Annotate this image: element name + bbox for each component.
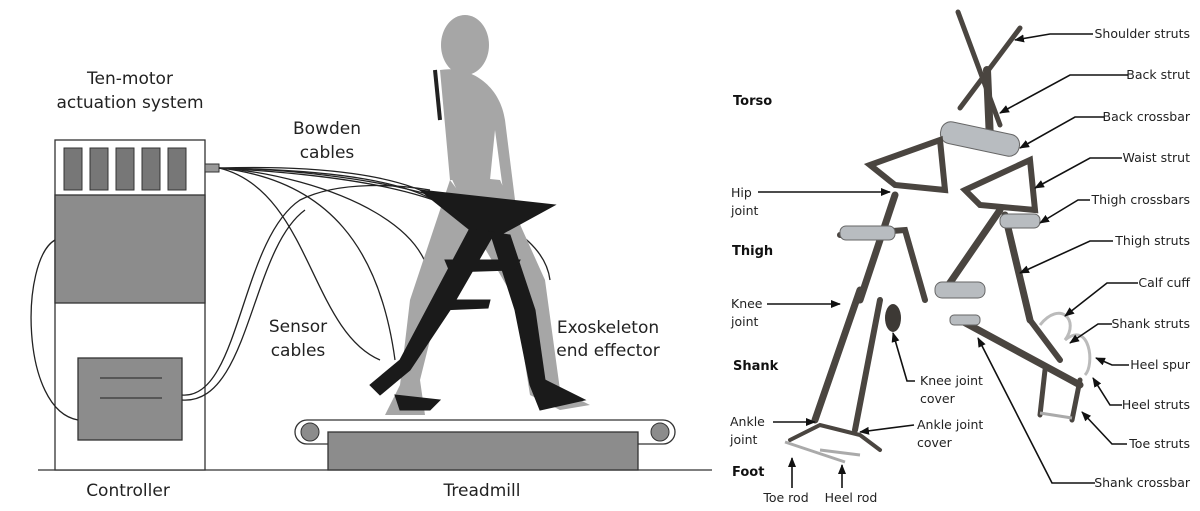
toe-strut — [1037, 367, 1048, 418]
calf-cuff-label: Calf cuff — [1138, 275, 1190, 290]
left-shank-strut — [811, 286, 864, 424]
motor-array — [63, 147, 187, 191]
toe-rod-label: Toe rod — [762, 490, 808, 505]
ankle-cover-label-line2: cover — [917, 435, 953, 450]
treadmill — [294, 419, 676, 471]
heel-spur — [1064, 333, 1092, 377]
thigh-crossbars-label: Thigh crossbars — [1090, 192, 1190, 207]
right-waist-strut — [959, 155, 1039, 214]
toe-struts-arrow — [1081, 411, 1127, 445]
left-waist-strut — [863, 135, 949, 194]
back-crossbar — [939, 121, 1021, 157]
calf-cuff-arrow — [1064, 282, 1138, 317]
exoskeleton-frame — [784, 9, 1092, 464]
shoulder-strut — [955, 9, 1003, 128]
knee-cover-label-line2: cover — [920, 391, 956, 406]
thigh-struts-arrow — [1019, 240, 1113, 274]
waist-strut-arrow — [1034, 157, 1122, 189]
knee-joint-label: Knee — [731, 296, 763, 311]
hip-joint-label-line2: joint — [730, 203, 759, 218]
heel-struts-arrow — [1092, 377, 1122, 406]
right-panel: Torso Thigh Shank Foot Hip joint Knee jo… — [729, 9, 1191, 505]
thigh-struts-label: Thigh struts — [1114, 233, 1190, 248]
sensor-cables — [181, 184, 431, 396]
knee-cover-label: Knee joint — [920, 373, 983, 388]
treadmill-label: Treadmill — [443, 481, 521, 501]
back-strut-arrow — [999, 74, 1128, 114]
ankle-joint-label: Ankle — [730, 414, 765, 429]
ankle-joint-label-line2: joint — [729, 432, 758, 447]
knee-joint-cover — [885, 304, 901, 332]
shank-crossbar-arrow — [977, 337, 1095, 484]
toe-rod — [784, 440, 846, 464]
shoulder-struts-label: Shoulder struts — [1094, 26, 1190, 41]
heel-spur-label: Heel spur — [1130, 357, 1191, 372]
heel-rod — [819, 448, 861, 457]
exoskeleton-end-effector — [369, 189, 587, 411]
ankle-cover-arrow — [859, 424, 915, 435]
thigh-crossbars-arrow — [1039, 199, 1090, 224]
left-thigh-strut — [856, 191, 899, 304]
segment-torso: Torso — [733, 94, 772, 109]
shoulder-struts-arrow — [1014, 33, 1093, 43]
toe-struts-label: Toe struts — [1128, 436, 1190, 451]
back-crossbar-label: Back crossbar — [1103, 109, 1191, 124]
heel-spur-arrow — [1095, 357, 1129, 366]
power-cable — [30, 239, 79, 421]
heel-rod-label: Heel rod — [825, 490, 878, 505]
waist-strut-label: Waist strut — [1123, 150, 1191, 165]
controller-label: Controller — [86, 481, 170, 501]
back-strut — [983, 66, 994, 144]
actuation-label-line2: actuation system — [56, 93, 203, 113]
effector-label-line2: end effector — [556, 341, 659, 361]
shank-crossbar — [949, 314, 981, 326]
bowden-label: Bowden — [293, 119, 361, 139]
left-panel: Ten-motor actuation system Bowden cables… — [30, 15, 712, 501]
backpack-strap — [433, 69, 442, 121]
shank-struts-arrow — [1069, 323, 1112, 344]
effector-label: Exoskeleton — [557, 318, 659, 338]
knee-cover-arrow — [891, 332, 915, 382]
sensor-label: Sensor — [269, 317, 327, 337]
knee-joint-label-line2: joint — [730, 314, 759, 329]
heel-struts-label: Heel struts — [1122, 397, 1190, 412]
segment-thigh: Thigh — [732, 244, 773, 259]
left-callouts: Hip joint Knee joint Ankle joint Knee jo… — [729, 185, 983, 505]
segment-shank: Shank — [733, 359, 779, 374]
controller-box — [77, 357, 183, 441]
motor-housing — [54, 194, 206, 304]
shank-struts-label: Shank struts — [1111, 316, 1190, 331]
back-crossbar-arrow — [1019, 116, 1104, 149]
bowden-label-line2: cables — [300, 143, 355, 163]
right-callouts: Shoulder struts Back strut Back crossbar… — [977, 26, 1191, 490]
segment-foot: Foot — [732, 465, 764, 480]
shank-crossbar-label: Shank crossbar — [1094, 475, 1191, 490]
ankle-cover-label: Ankle joint — [917, 417, 983, 432]
controller-cabinet — [30, 139, 220, 471]
right-thigh-strut — [941, 206, 1004, 294]
thigh-crossbar — [839, 225, 896, 241]
right-shank-strut — [956, 316, 1084, 389]
actuation-label: Ten-motor — [86, 69, 173, 89]
hip-joint-label: Hip — [731, 185, 752, 200]
back-strut-label: Back strut — [1126, 67, 1190, 82]
heel-strut — [1069, 377, 1083, 423]
sensor-label-line2: cables — [271, 341, 326, 361]
